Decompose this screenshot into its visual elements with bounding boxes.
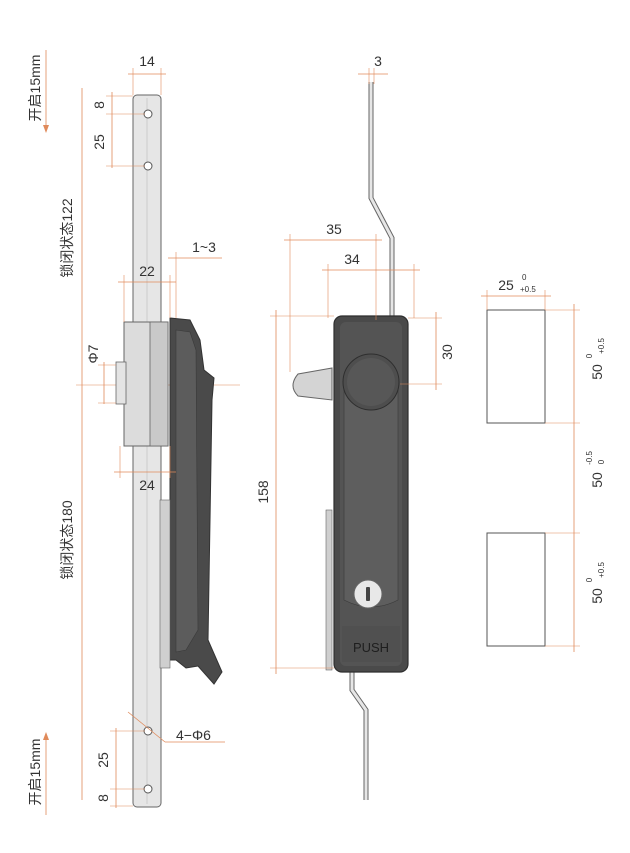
dim-label-14: 14 <box>139 53 155 69</box>
hole-leader-line <box>127 711 166 743</box>
arrow-head-icon <box>43 732 49 740</box>
housing-side <box>149 321 169 447</box>
cutout-height-mid: 50 <box>589 472 605 488</box>
side-view: 开启15mm 开启15mm 锁闭状态122 锁闭状态180 14 8 25 25… <box>27 50 240 815</box>
cutout-height-top: 50 <box>589 364 605 380</box>
hole-icon <box>143 784 153 794</box>
cutout-height-bottom: 50 <box>589 588 605 604</box>
arrow-head-icon <box>43 125 49 133</box>
dim-label-holes: 4−Φ6 <box>176 727 211 743</box>
push-label-area <box>342 626 400 662</box>
front-mount-plate <box>325 509 333 671</box>
cutout-bottom <box>486 532 546 647</box>
hole-icon <box>143 161 153 171</box>
dim-label-phi7: Φ7 <box>85 344 101 363</box>
dim-label-24: 24 <box>139 477 155 493</box>
handle-side-face <box>175 329 199 653</box>
cutout-height-mid-tol-low: 0 <box>597 459 606 464</box>
dim-label-gap: 1~3 <box>192 239 216 255</box>
cutout-view: 25 0 +0.5 50 0 +0.5 50 -0.5 0 50 0 +0.5 <box>481 273 606 652</box>
cutout-height-bottom-tol-up: 0 <box>585 577 594 582</box>
rod-lower <box>349 666 369 800</box>
dim-label-22: 22 <box>139 263 155 279</box>
latch-tongue <box>292 367 333 401</box>
rod-upper-fill <box>369 82 394 320</box>
dim-label-158: 158 <box>255 480 271 504</box>
dim-label-30: 30 <box>439 344 455 360</box>
dim-label-top-8: 8 <box>91 101 107 109</box>
cutout-height-top-tol-low: +0.5 <box>597 338 606 354</box>
dim-label-34: 34 <box>344 251 360 267</box>
cutout-width-label: 25 <box>498 277 514 293</box>
dim-label-3: 3 <box>374 53 382 69</box>
cutout-width-tol-low: 0 <box>522 273 527 282</box>
cutout-top <box>486 309 546 424</box>
push-label: PUSH <box>353 640 389 655</box>
cutout-height-mid-tol-up: -0.5 <box>585 451 594 465</box>
handle-grip <box>343 379 399 608</box>
locked-label-top: 锁闭状态122 <box>59 198 75 278</box>
locked-label-bottom: 锁闭状态180 <box>59 500 75 580</box>
open-label-top: 开启15mm <box>27 55 43 122</box>
cam-pin <box>115 361 127 405</box>
cutout-height-bottom-tol-low: +0.5 <box>597 562 606 578</box>
cutout-height-top-tol-up: 0 <box>585 353 594 358</box>
keyhole-icon <box>366 587 370 601</box>
dim-label-bottom-25: 25 <box>95 752 111 768</box>
push-button-face <box>347 358 395 406</box>
mount-plate <box>159 499 171 669</box>
open-label-bottom: 开启15mm <box>27 739 43 806</box>
dim-label-35: 35 <box>326 221 342 237</box>
hole-icon <box>143 109 153 119</box>
dim-label-top-25: 25 <box>91 134 107 150</box>
cutout-width-tol: +0.5 <box>520 285 536 294</box>
dim-label-bottom-8: 8 <box>95 794 111 802</box>
front-view: 3 PUSH 35 34 30 <box>255 53 455 800</box>
rod-lower-fill <box>350 666 368 800</box>
